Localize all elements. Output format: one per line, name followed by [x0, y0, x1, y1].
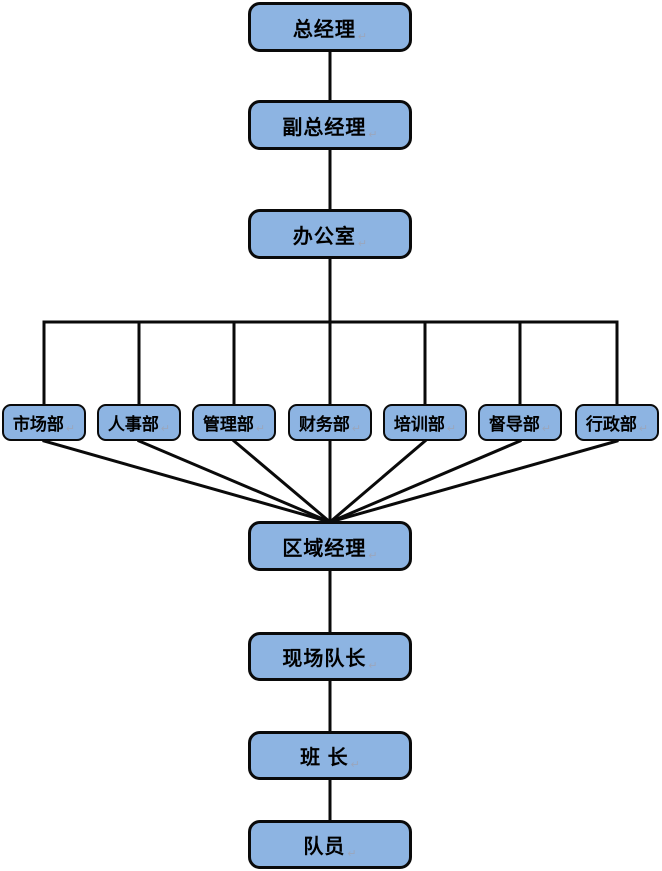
node-label: 培训部 [393, 415, 445, 434]
paragraph-mark-icon: ↵ [255, 423, 266, 435]
node-label: 人事部 [107, 415, 159, 434]
paragraph-mark-icon: ↵ [368, 129, 378, 141]
node-label: 财务部 [298, 415, 350, 434]
paragraph-mark-icon: ↵ [350, 759, 360, 771]
paragraph-mark-icon: ↵ [160, 423, 171, 435]
paragraph-mark-icon: ↵ [351, 423, 362, 435]
node-site-captain: 现场队长 ↵ [248, 632, 412, 681]
node-team-member: 队员 ↵ [248, 820, 412, 869]
node-department-hr: 人事部 ↵ [97, 404, 181, 441]
node-label: 督导部 [488, 415, 540, 434]
node-department-administration: 行政部 ↵ [575, 404, 659, 441]
node-department-finance: 财务部 ↵ [288, 404, 372, 441]
paragraph-mark-icon: ↵ [638, 423, 649, 435]
node-label: 总经理 [292, 18, 356, 41]
paragraph-mark-icon: ↵ [357, 31, 368, 43]
node-label: 行政部 [585, 415, 637, 434]
node-department-management: 管理部 ↵ [192, 404, 276, 441]
node-label: 班 长 [300, 747, 349, 769]
node-department-training: 培训部 ↵ [383, 404, 467, 441]
node-label: 办公室 [292, 225, 356, 248]
node-label: 区域经理 [282, 537, 367, 560]
node-label: 管理部 [202, 415, 254, 434]
node-regional-manager: 区域经理 ↵ [248, 521, 412, 571]
paragraph-mark-icon: ↵ [368, 660, 378, 672]
node-label: 现场队长 [282, 648, 367, 670]
node-department-supervision: 督导部 ↵ [478, 404, 562, 441]
node-squad-leader: 班 长 ↵ [248, 731, 412, 780]
node-office: 办公室 ↵ [248, 209, 412, 259]
node-label: 副总经理 [282, 116, 367, 139]
paragraph-mark-icon: ↵ [368, 550, 378, 562]
paragraph-mark-icon: ↵ [357, 238, 368, 250]
node-general-manager: 总经理 ↵ [248, 2, 412, 52]
paragraph-mark-icon: ↵ [65, 423, 76, 435]
paragraph-mark-icon: ↵ [541, 423, 552, 435]
paragraph-mark-icon: ↵ [446, 423, 457, 435]
node-label: 市场部 [12, 415, 64, 434]
paragraph-mark-icon: ↵ [347, 848, 357, 860]
node-deputy-general-manager: 副总经理 ↵ [248, 100, 412, 150]
node-department-marketing: 市场部 ↵ [2, 404, 86, 441]
node-label: 队员 [303, 836, 346, 858]
